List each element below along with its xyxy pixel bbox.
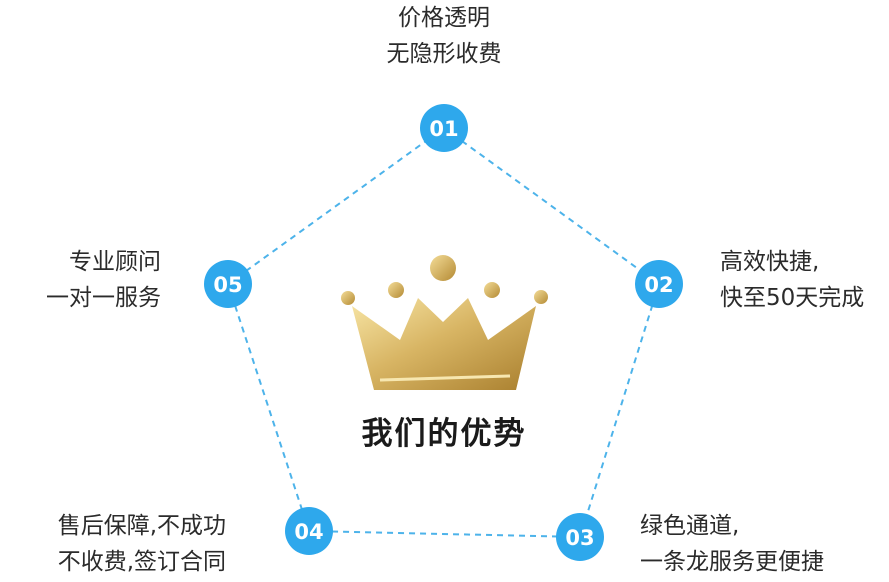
label-line: 绿色通道, xyxy=(640,513,740,539)
node-number: 05 xyxy=(213,273,242,297)
node-number: 04 xyxy=(294,520,323,544)
node-05-label: 专业顾问 一对一服务 xyxy=(46,244,161,316)
node-05: 05 xyxy=(204,260,252,308)
node-number: 02 xyxy=(644,273,673,297)
node-04-label: 售后保障,不成功 不收费,签订合同 xyxy=(58,508,226,580)
label-line: 无隐形收费 xyxy=(386,41,502,67)
label-line: 不收费,签订合同 xyxy=(57,549,226,575)
center-title: 我们的优势 xyxy=(361,416,527,452)
label-line: 价格透明 xyxy=(398,5,490,31)
node-circle xyxy=(420,104,468,152)
node-circle xyxy=(204,260,252,308)
node-03-label: 绿色通道, 一条龙服务更便捷 xyxy=(640,508,824,580)
label-line: 售后保障,不成功 xyxy=(57,513,226,539)
node-circle xyxy=(556,513,604,561)
label-line: 高效快捷, xyxy=(720,249,820,275)
crown-icon xyxy=(341,255,548,390)
edge-03-04 xyxy=(308,530,581,538)
edge-01-02 xyxy=(443,127,660,285)
node-number: 03 xyxy=(565,526,594,550)
label-line: 一条龙服务更便捷 xyxy=(640,549,824,575)
node-circle xyxy=(635,260,683,308)
node-circle xyxy=(285,507,333,555)
node-02-label: 高效快捷, 快至50天完成 xyxy=(720,244,864,316)
edge-02-03 xyxy=(579,283,660,538)
node-03: 03 xyxy=(556,513,604,561)
node-02: 02 xyxy=(635,260,683,308)
label-line: 专业顾问 xyxy=(69,249,161,275)
node-04: 04 xyxy=(285,507,333,555)
edge-05-01 xyxy=(227,127,445,285)
label-line: 快至50天完成 xyxy=(720,285,865,311)
node-01-label: 价格透明 无隐形收费 xyxy=(344,0,544,72)
node-number: 01 xyxy=(429,117,458,141)
pentagon-outline xyxy=(227,127,660,538)
node-01: 01 xyxy=(420,104,468,152)
label-line: 一对一服务 xyxy=(46,285,161,311)
